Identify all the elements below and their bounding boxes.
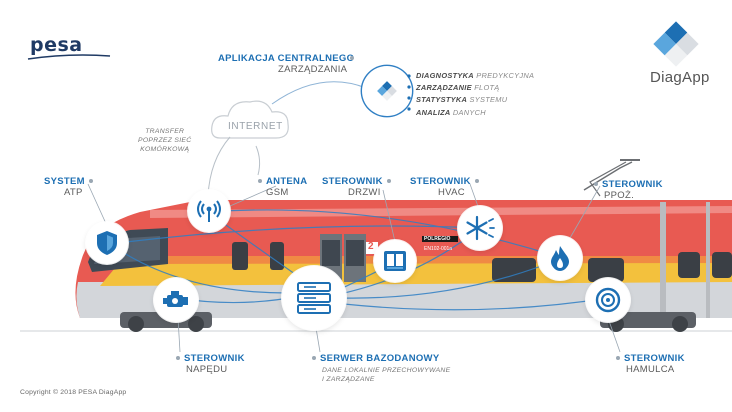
feature-item: STATYSTYKA SYSTEMU <box>416 95 508 105</box>
atp-node[interactable] <box>86 222 128 264</box>
brake-label: STEROWNIK HAMULCA <box>616 353 685 375</box>
central-app-title: APLIKACJA CENTRALNEGO <box>218 53 355 64</box>
door-icon <box>384 251 406 271</box>
feature-item: ZARZĄDZANIE FLOTĄ <box>416 83 500 93</box>
engine-icon <box>163 291 188 307</box>
server-node[interactable] <box>282 266 346 330</box>
train-car-number: 2 <box>368 241 374 252</box>
copyright-text: Copyright © 2018 PESA DiagApp <box>20 389 127 396</box>
atp-label: SYSTEM ATP <box>44 176 93 198</box>
server-icon <box>297 282 331 314</box>
hvac-label: STEROWNIK HVAC <box>410 176 479 198</box>
antenna-node[interactable] <box>188 190 230 232</box>
diagapp-title: DiagApp <box>650 69 710 86</box>
doors-node[interactable] <box>374 240 416 282</box>
hvac-node[interactable] <box>458 206 502 250</box>
central-app-label: APLIKACJA CENTRALNEGO ZARZĄDZANIA <box>218 53 355 75</box>
diagapp-mini-logo-icon <box>377 81 397 101</box>
feature-item: DIAGNOSTYKA PREDYKCYJNA <box>416 71 535 80</box>
drive-node[interactable] <box>154 278 198 322</box>
central-app-subtitle: ZARZĄDZANIA <box>278 64 348 75</box>
fire-node[interactable] <box>538 236 582 280</box>
flame-icon <box>551 246 569 271</box>
train-operator-label: POLREGIO <box>424 236 451 242</box>
antenna-icon <box>197 200 221 222</box>
drive-label: STEROWNIK NAPĘDU <box>176 353 245 375</box>
central-app-node[interactable] <box>362 66 412 116</box>
snowflake-sun-icon <box>466 215 495 241</box>
brake-node[interactable] <box>586 278 630 322</box>
shield-icon <box>97 231 117 255</box>
transfer-note: TRANSFER POPRZEZ SIEĆ KOMÓRKOWĄ <box>138 128 192 153</box>
central-app-feature-list: DIAGNOSTYKA PREDYKCYJNA ZARZĄDZANIE FLOT… <box>416 71 534 120</box>
brake-disc-icon <box>595 287 621 313</box>
pesa-logo: pesa <box>30 34 83 56</box>
pesa-swoosh-icon <box>27 54 111 60</box>
label-dot <box>350 56 354 60</box>
train-illustration <box>75 159 732 332</box>
train-unit-number: EN102-001a <box>424 246 453 252</box>
doors-label: STEROWNIK DRZWI <box>322 176 391 198</box>
diagapp-logo-icon <box>653 21 699 67</box>
antenna-label: ANTENA GSM <box>258 176 307 198</box>
server-label: SERWER BAZODANOWY DANE LOKALNIE PRZECHOW… <box>312 353 450 384</box>
fire-label: STEROWNIK PPOŻ. <box>594 179 663 201</box>
feature-item: ANALIZA DANYCH <box>416 107 486 117</box>
cloud-icon <box>211 100 289 139</box>
internet-label: INTERNET <box>228 121 283 132</box>
feature-bullets <box>407 74 411 111</box>
